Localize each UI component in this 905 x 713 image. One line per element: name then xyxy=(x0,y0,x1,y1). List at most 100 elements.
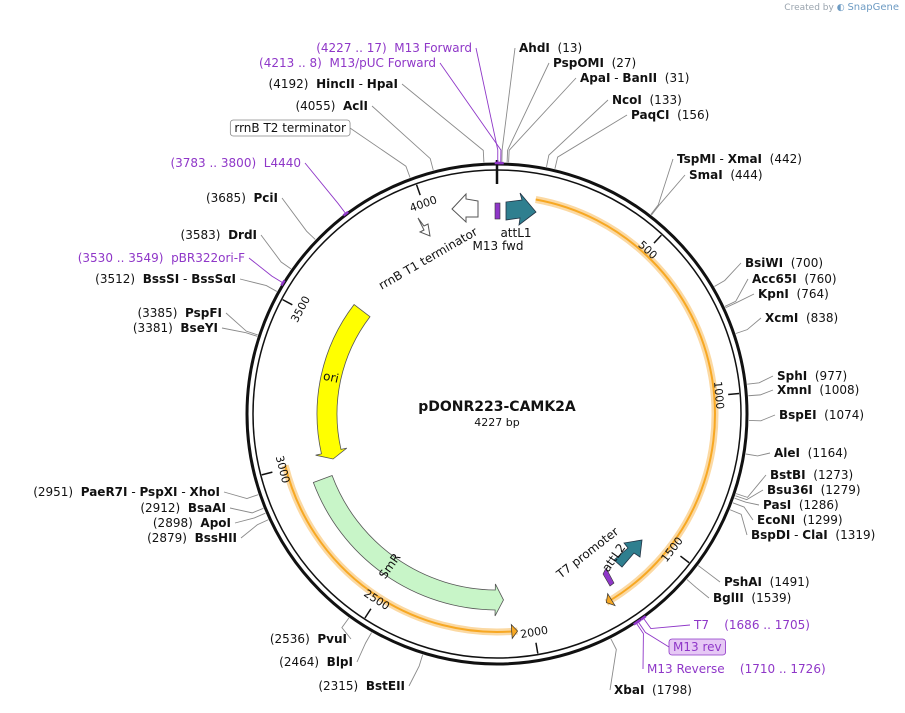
site-label-paer7i[interactable]: (2951) PaeR7I - PspXI - XhoI xyxy=(33,485,220,499)
site-label-bsshii[interactable]: (2879) BssHII xyxy=(147,531,237,545)
site-label-ahdi[interactable]: AhdI (13) xyxy=(519,41,582,55)
site-label-t7[interactable]: T7 (1686 .. 1705) xyxy=(693,618,810,632)
tick-mark xyxy=(728,392,740,396)
attl2-arrow xyxy=(613,539,643,568)
site-label-xcmi[interactable]: XcmI (838) xyxy=(765,311,838,325)
leader-line xyxy=(408,654,424,687)
site-label-bseyi[interactable]: (3381) BseYI xyxy=(133,321,218,335)
rrnb-t1-arrow xyxy=(451,192,479,224)
leader-line xyxy=(349,127,411,178)
inner-label-m13fwd_in: M13 fwd xyxy=(473,239,524,253)
site-label-blpi[interactable]: (2464) BlpI xyxy=(279,655,353,669)
site-label-bsu36i[interactable]: Bsu36I (1279) xyxy=(767,483,861,497)
orf-feature-line xyxy=(535,198,716,604)
leader-line xyxy=(341,617,352,640)
site-label-l4440[interactable]: (3783 .. 3800) L4440 xyxy=(170,156,301,170)
site-label-xmni[interactable]: XmnI (1008) xyxy=(777,383,859,397)
m13fwd-primer-mark xyxy=(494,202,501,220)
site-label-bsteii[interactable]: (2315) BstEII xyxy=(318,679,405,693)
leader-line xyxy=(239,278,278,292)
t7-promoter-mark xyxy=(602,567,615,587)
site-label-tspmi[interactable]: TspMI - XmaI (442) xyxy=(677,152,802,166)
site-label-alei[interactable]: AleI (1164) xyxy=(774,446,848,460)
ori-feature xyxy=(315,303,371,460)
site-label-kpni[interactable]: KpnI (764) xyxy=(758,287,829,301)
leader-line xyxy=(735,317,762,334)
site-label-bsiwi[interactable]: BsiWI (700) xyxy=(745,256,823,270)
leader-line xyxy=(725,293,755,309)
leader-line xyxy=(747,375,774,385)
tick-label: 2500 xyxy=(361,587,392,613)
site-label-drdi[interactable]: (3583) DrdI xyxy=(181,228,257,242)
site-label-apoi[interactable]: (2898) ApoI xyxy=(153,516,231,530)
primer-site-mark xyxy=(280,279,286,287)
leader-line xyxy=(724,278,749,307)
leader-line xyxy=(281,197,316,240)
leader-line xyxy=(260,234,292,270)
site-label-pasi[interactable]: PasI (1286) xyxy=(763,498,839,512)
site-label-hincii[interactable]: (4192) HincII - HpaI xyxy=(269,77,398,91)
tick-mark xyxy=(415,184,421,196)
site-label-pcli[interactable]: (3685) PciI xyxy=(206,191,278,205)
site-label-bspdi[interactable]: BspDI - ClaI (1319) xyxy=(751,528,875,542)
leader-line xyxy=(508,77,577,163)
site-label-acli[interactable]: (4055) AclI xyxy=(295,99,368,113)
tick-mark xyxy=(364,608,372,619)
orf-feature-line xyxy=(284,465,518,633)
smr-feature xyxy=(312,475,504,617)
site-label-paqci[interactable]: PaqCI (156) xyxy=(631,108,709,122)
tick-mark xyxy=(261,471,273,476)
site-label-pshai[interactable]: PshAI (1491) xyxy=(724,575,810,589)
tick-label: 1500 xyxy=(658,535,685,565)
leader-line xyxy=(735,474,767,498)
site-label-bglii[interactable]: BglII (1539) xyxy=(713,591,791,605)
site-label-pvui[interactable]: (2536) PvuI xyxy=(270,632,347,646)
primer-site-mark xyxy=(633,620,640,626)
leader-line xyxy=(401,83,485,163)
site-label-bspei[interactable]: BspEI (1074) xyxy=(779,408,864,422)
leader-line xyxy=(609,638,617,691)
leader-line xyxy=(698,565,721,583)
site-label-econi[interactable]: EcoNI (1299) xyxy=(757,513,843,527)
leader-line xyxy=(748,389,774,397)
site-label-ncoi[interactable]: NcoI (133) xyxy=(612,93,682,107)
label-box xyxy=(229,119,351,137)
ori-label: ori xyxy=(322,369,340,386)
site-label-rrnbt2[interactable]: rrnB T2 terminator xyxy=(234,121,346,135)
tick-label: 2000 xyxy=(519,624,549,642)
site-label-bsssi[interactable]: (3512) BssSI - BssSαI xyxy=(95,272,236,286)
site-label-apai[interactable]: ApaI - BanII (31) xyxy=(580,71,689,85)
site-label-pspomi[interactable]: PspOMI (27) xyxy=(553,56,636,70)
leader-line xyxy=(686,579,710,599)
site-label-m13fwd[interactable]: (4227 .. 17) M13 Forward xyxy=(316,41,472,55)
leader-line xyxy=(501,47,516,163)
leader-line xyxy=(304,162,346,214)
leader-line xyxy=(638,622,670,648)
snapgene-logo-icon: ◐ xyxy=(836,3,845,13)
site-labels-layer: (4227 .. 17) M13 Forward(4213 .. 8) M13/… xyxy=(33,41,875,697)
inner-label-attl1: attL1 xyxy=(500,226,531,240)
tick-mark xyxy=(535,642,539,654)
plasmid-name: pDONR223-CAMK2A xyxy=(418,399,576,415)
site-label-bsaai[interactable]: (2912) BsaAI xyxy=(140,501,226,515)
site-label-smai[interactable]: SmaI (444) xyxy=(689,168,763,182)
site-label-bstbi[interactable]: BstBI (1273) xyxy=(770,468,853,482)
site-label-m13puc[interactable]: (4213 .. 8) M13/pUC Forward xyxy=(259,56,436,70)
site-label-xbai[interactable]: XbaI (1798) xyxy=(614,683,692,697)
site-label-acc65i[interactable]: Acc65I (760) xyxy=(752,272,837,286)
orf-arrowhead xyxy=(605,592,616,607)
leader-line xyxy=(729,509,748,536)
primer-site-mark xyxy=(342,210,349,217)
site-label-pspfi[interactable]: (3385) PspFI xyxy=(137,306,222,320)
site-label-pbr322[interactable]: (3530 .. 3549) pBR322ori-F xyxy=(78,251,245,265)
leader-line xyxy=(234,512,266,524)
leader-line xyxy=(248,257,283,283)
tick-mark xyxy=(679,555,690,564)
tick-label: 3500 xyxy=(288,294,313,325)
site-label-sphi[interactable]: SphI (977) xyxy=(777,369,847,383)
site-label-m13rev_box[interactable]: M13 rev xyxy=(673,640,722,654)
site-label-m13rev[interactable]: M13 Reverse (1710 .. 1726) xyxy=(647,662,826,676)
credit-prefix: Created by xyxy=(784,3,834,13)
leader-line xyxy=(636,623,644,670)
